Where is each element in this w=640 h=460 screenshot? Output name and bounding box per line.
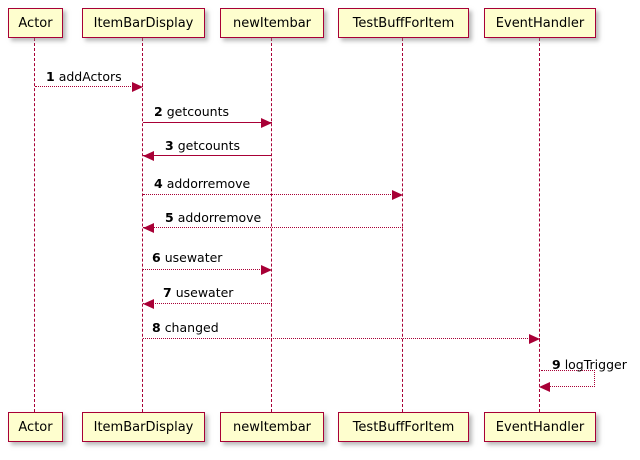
message-line-2	[143, 122, 272, 123]
participant-label: newItembar	[232, 419, 312, 435]
arrowhead-1	[132, 81, 143, 92]
message-name: addorremove	[166, 176, 251, 191]
participant-label: ItemBarDisplay	[93, 15, 194, 31]
message-number: 7	[163, 285, 172, 300]
message-number: 2	[154, 104, 163, 119]
participant-label: ItemBarDisplay	[93, 419, 194, 435]
message-line-8	[143, 338, 540, 339]
message-line-3	[143, 155, 272, 156]
arrowhead-7	[143, 298, 154, 309]
message-label-3: 3 getcounts	[165, 138, 240, 153]
participant-header-eventhandler[interactable]: EventHandler	[484, 8, 596, 38]
message-label-7: 7 usewater	[163, 285, 234, 300]
lifeline-testbuff	[402, 38, 404, 412]
participant-footer-eventhandler[interactable]: EventHandler	[484, 412, 596, 442]
message-line-4	[143, 194, 403, 195]
participant-label: EventHandler	[495, 419, 585, 435]
message-number: 1	[46, 69, 55, 84]
lifeline-newitembar	[271, 38, 273, 412]
lifeline-actor	[34, 38, 36, 412]
arrowhead-2	[261, 117, 272, 128]
participant-label: newItembar	[232, 15, 312, 31]
message-label-1: 1 addActors	[46, 69, 122, 84]
participant-label: TestBuffForItem	[352, 15, 455, 31]
participant-footer-newitembar[interactable]: newItembar	[220, 412, 324, 442]
message-label-2: 2 getcounts	[154, 104, 229, 119]
message-label-5: 5 addorremove	[165, 210, 262, 225]
message-number: 3	[165, 138, 174, 153]
message-number: 6	[152, 250, 161, 265]
arrowhead-8	[529, 333, 540, 344]
message-name: getcounts	[177, 138, 240, 153]
lifeline-eventhandler	[539, 38, 541, 412]
participant-footer-testbuff[interactable]: TestBuffForItem	[338, 412, 469, 442]
arrowhead-4	[392, 189, 403, 200]
arrowhead-3	[143, 150, 154, 161]
message-line-7	[143, 303, 272, 304]
message-label-6: 6 usewater	[152, 250, 223, 265]
message-name: addActors	[58, 69, 122, 84]
arrowhead-9	[539, 382, 550, 392]
message-self-loop-9	[541, 370, 595, 387]
message-name: usewater	[175, 285, 234, 300]
message-label-4: 4 addorremove	[154, 176, 251, 191]
message-name: usewater	[164, 250, 223, 265]
participant-label: Actor	[18, 419, 53, 435]
message-line-1	[35, 86, 143, 87]
message-name: changed	[164, 320, 219, 335]
participant-footer-itembar[interactable]: ItemBarDisplay	[82, 412, 205, 442]
message-number: 8	[152, 320, 161, 335]
message-name: getcounts	[166, 104, 229, 119]
message-number: 5	[165, 210, 174, 225]
arrowhead-5	[143, 222, 154, 233]
message-name: addorremove	[177, 210, 262, 225]
message-number: 9	[552, 357, 561, 372]
arrowhead-6	[261, 264, 272, 275]
participant-header-testbuff[interactable]: TestBuffForItem	[338, 8, 469, 38]
participant-header-actor[interactable]: Actor	[8, 8, 63, 38]
participant-footer-actor[interactable]: Actor	[8, 412, 63, 442]
participant-label: TestBuffForItem	[352, 419, 455, 435]
participant-header-newitembar[interactable]: newItembar	[220, 8, 324, 38]
participant-label: Actor	[18, 15, 53, 31]
participant-label: EventHandler	[495, 15, 585, 31]
message-number: 4	[154, 176, 163, 191]
message-label-9: 9 logTrigger	[552, 357, 627, 372]
message-name: logTrigger	[564, 357, 627, 372]
message-label-8: 8 changed	[152, 320, 219, 335]
message-line-5	[143, 227, 403, 228]
participant-header-itembar[interactable]: ItemBarDisplay	[82, 8, 205, 38]
lifeline-itembar	[142, 38, 144, 412]
message-line-6	[143, 269, 272, 270]
